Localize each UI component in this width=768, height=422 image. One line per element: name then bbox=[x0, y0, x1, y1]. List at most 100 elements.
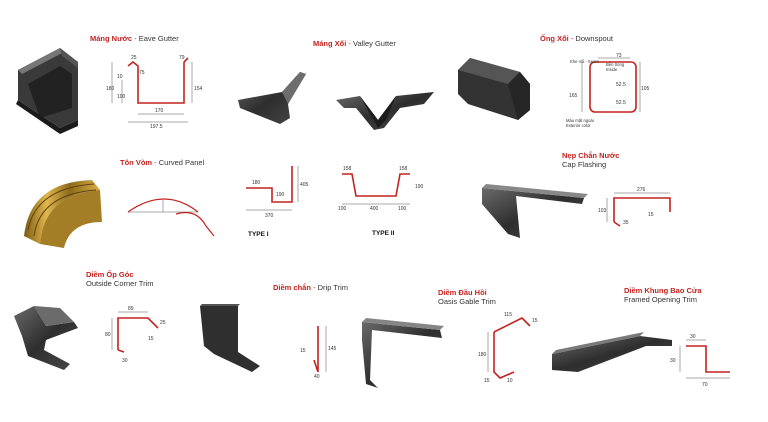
separator: - bbox=[132, 34, 139, 43]
corner-dim-25: 25 bbox=[160, 320, 166, 326]
eave-dim-170: 170 bbox=[155, 108, 164, 114]
downspout-profile-drawing: 73 52.5 165 52.5 105 Khe nối - Seam Bên … bbox=[566, 53, 650, 128]
valley-gutter-name-en: Valley Gutter bbox=[353, 39, 396, 48]
downspout-exterior-vn: Màu mặt ngoài bbox=[566, 118, 594, 123]
gable-dim-115: 115 bbox=[504, 312, 512, 318]
type2-dim-400: 400 bbox=[370, 206, 379, 212]
framed-opening-name-vn: Diềm Khung Bao Cửa bbox=[624, 286, 702, 295]
drip-dim-145: 145 bbox=[328, 346, 337, 352]
downspout-dim-165: 165 bbox=[569, 93, 578, 99]
downspout-exterior-en: Exterior color bbox=[566, 123, 591, 128]
cap-flashing-name-vn: Nẹp Chắn Nước bbox=[562, 151, 620, 160]
gable-dim-180: 180 bbox=[478, 352, 487, 358]
downspout-dim-52-5-bottom: 52.5 bbox=[616, 100, 626, 106]
downspout-dim-73: 73 bbox=[616, 53, 622, 59]
curved-panel-name-vn: Tôn Vòm bbox=[120, 158, 153, 167]
eave-dim-197-5: 197.5 bbox=[150, 124, 163, 130]
cap-flashing-profile-drawing: 276 103 15 35 bbox=[598, 187, 671, 227]
drip-trim-name-en: Drip Trim bbox=[317, 283, 349, 292]
curved-panel-product-image bbox=[24, 180, 102, 248]
type1-profile-drawing: 180 190 405 370 bbox=[246, 166, 309, 219]
framed-opening-product-image bbox=[552, 332, 672, 372]
type1-dim-370: 370 bbox=[265, 213, 274, 219]
type2-dim-158-left: 158 bbox=[343, 166, 352, 172]
eave-dim-75: 75 bbox=[139, 70, 145, 76]
eave-gutter-profile-drawing: 25 75 10 180 100 170 197.5 79 154 bbox=[106, 55, 203, 130]
framed-opening-name-en: Framed Opening Trim bbox=[624, 295, 697, 304]
corner-dim-30: 30 bbox=[122, 358, 128, 364]
cap-flashing-product-image bbox=[482, 184, 588, 238]
outside-corner-product-image bbox=[14, 306, 78, 370]
curved-panel-arc-diagram bbox=[127, 198, 215, 237]
drip-trim-name-vn: Diềm chắn bbox=[273, 283, 311, 292]
gable-trim-name-vn: Diềm Đầu Hồi bbox=[438, 288, 487, 297]
separator: - bbox=[152, 158, 159, 167]
framed-dim-30-left: 30 bbox=[670, 358, 676, 364]
framed-dim-70: 70 bbox=[702, 382, 708, 388]
eave-gutter-title: Máng Nước - Eave Gutter bbox=[90, 34, 179, 43]
valley-gutter-name-vn: Máng Xối bbox=[313, 39, 347, 48]
eave-gutter-product-image bbox=[16, 48, 78, 134]
eave-dim-25: 25 bbox=[131, 55, 137, 61]
type2-profile-drawing: 158 158 190 100 400 100 bbox=[338, 166, 424, 212]
cap-flashing-title: Nẹp Chắn Nước Cap Flashing bbox=[562, 151, 619, 169]
downspout-seam-label: Khe nối - Seam bbox=[570, 59, 599, 64]
eave-dim-79: 79 bbox=[179, 55, 185, 61]
type2-dim-100-right: 100 bbox=[398, 206, 407, 212]
eave-gutter-name-vn: Máng Nước bbox=[90, 34, 133, 43]
eave-dim-100: 100 bbox=[117, 94, 126, 100]
outside-corner-name-en: Outside Corner Trim bbox=[86, 279, 154, 288]
curved-panel-title: Tôn Vòm - Curved Panel bbox=[120, 158, 204, 167]
corner-dim-80: 80 bbox=[105, 332, 111, 338]
type2-dim-100-left: 100 bbox=[338, 206, 347, 212]
eave-dim-10: 10 bbox=[117, 74, 123, 80]
cap-dim-103: 103 bbox=[598, 208, 607, 214]
type1-dim-405: 405 bbox=[300, 182, 309, 188]
outside-corner-name-vn: Diềm Ốp Góc bbox=[86, 270, 134, 279]
outside-corner-title: Diềm Ốp Góc Outside Corner Trim bbox=[86, 270, 154, 288]
drip-trim-title: Diềm chắn - Drip Trim bbox=[273, 283, 348, 292]
gable-trim-name-en: Oasis Gable Trim bbox=[438, 297, 496, 306]
cap-flashing-name-en: Cap Flashing bbox=[562, 160, 607, 169]
curved-panel-name-en: Curved Panel bbox=[158, 158, 205, 167]
drip-trim-profile-drawing: 145 15 40 bbox=[300, 326, 337, 380]
type1-dim-180: 180 bbox=[252, 180, 261, 186]
cap-dim-15: 15 bbox=[648, 212, 654, 218]
type2-dim-190: 190 bbox=[415, 184, 424, 190]
framed-opening-title: Diềm Khung Bao Cửa Framed Opening Trim bbox=[624, 286, 702, 304]
type1-label: TYPE I bbox=[248, 231, 269, 238]
eave-dim-154: 154 bbox=[194, 86, 203, 92]
gable-trim-product-image bbox=[362, 318, 444, 388]
gable-dim-15-top: 15 bbox=[532, 318, 538, 324]
gable-trim-title: Diềm Đầu Hồi Oasis Gable Trim bbox=[438, 288, 496, 306]
downspout-product-image bbox=[458, 58, 530, 120]
downspout-dim-105: 105 bbox=[641, 86, 650, 92]
drip-dim-15: 15 bbox=[300, 348, 306, 354]
separator: - bbox=[310, 283, 318, 292]
eave-gutter-name-en: Eave Gutter bbox=[138, 34, 179, 43]
type2-dim-158-right: 158 bbox=[399, 166, 408, 172]
downspout-inside-vn: Bên trong bbox=[606, 62, 625, 67]
downspout-name-vn: Ống Xối bbox=[540, 34, 569, 43]
gable-dim-15-bottom: 15 bbox=[484, 378, 490, 384]
type2-label: TYPE II bbox=[372, 230, 395, 237]
downspout-inside-en: Inside bbox=[606, 67, 618, 72]
framed-opening-profile-drawing: 30 30 70 bbox=[670, 334, 730, 388]
eave-dim-180: 180 bbox=[106, 86, 115, 92]
corner-dim-89: 89 bbox=[128, 306, 134, 312]
gable-dim-10: 10 bbox=[507, 378, 513, 384]
gable-trim-profile-drawing: 115 15 180 15 10 bbox=[478, 312, 538, 384]
separator: - bbox=[568, 34, 576, 43]
downspout-dim-52-5-top: 52.5 bbox=[616, 82, 626, 88]
cap-dim-35: 35 bbox=[623, 220, 629, 226]
outside-corner-profile-drawing: 89 25 80 15 30 bbox=[105, 306, 166, 364]
corner-dim-15: 15 bbox=[148, 336, 154, 342]
drip-dim-40: 40 bbox=[314, 374, 320, 380]
downspout-title: Ống Xối - Downspout bbox=[540, 34, 613, 43]
framed-dim-30-top: 30 bbox=[690, 334, 696, 340]
valley-gutter-product-image-2 bbox=[336, 92, 434, 130]
drip-trim-product-image bbox=[200, 304, 260, 372]
valley-gutter-product-image-1 bbox=[238, 72, 306, 124]
cap-dim-276: 276 bbox=[637, 187, 646, 193]
